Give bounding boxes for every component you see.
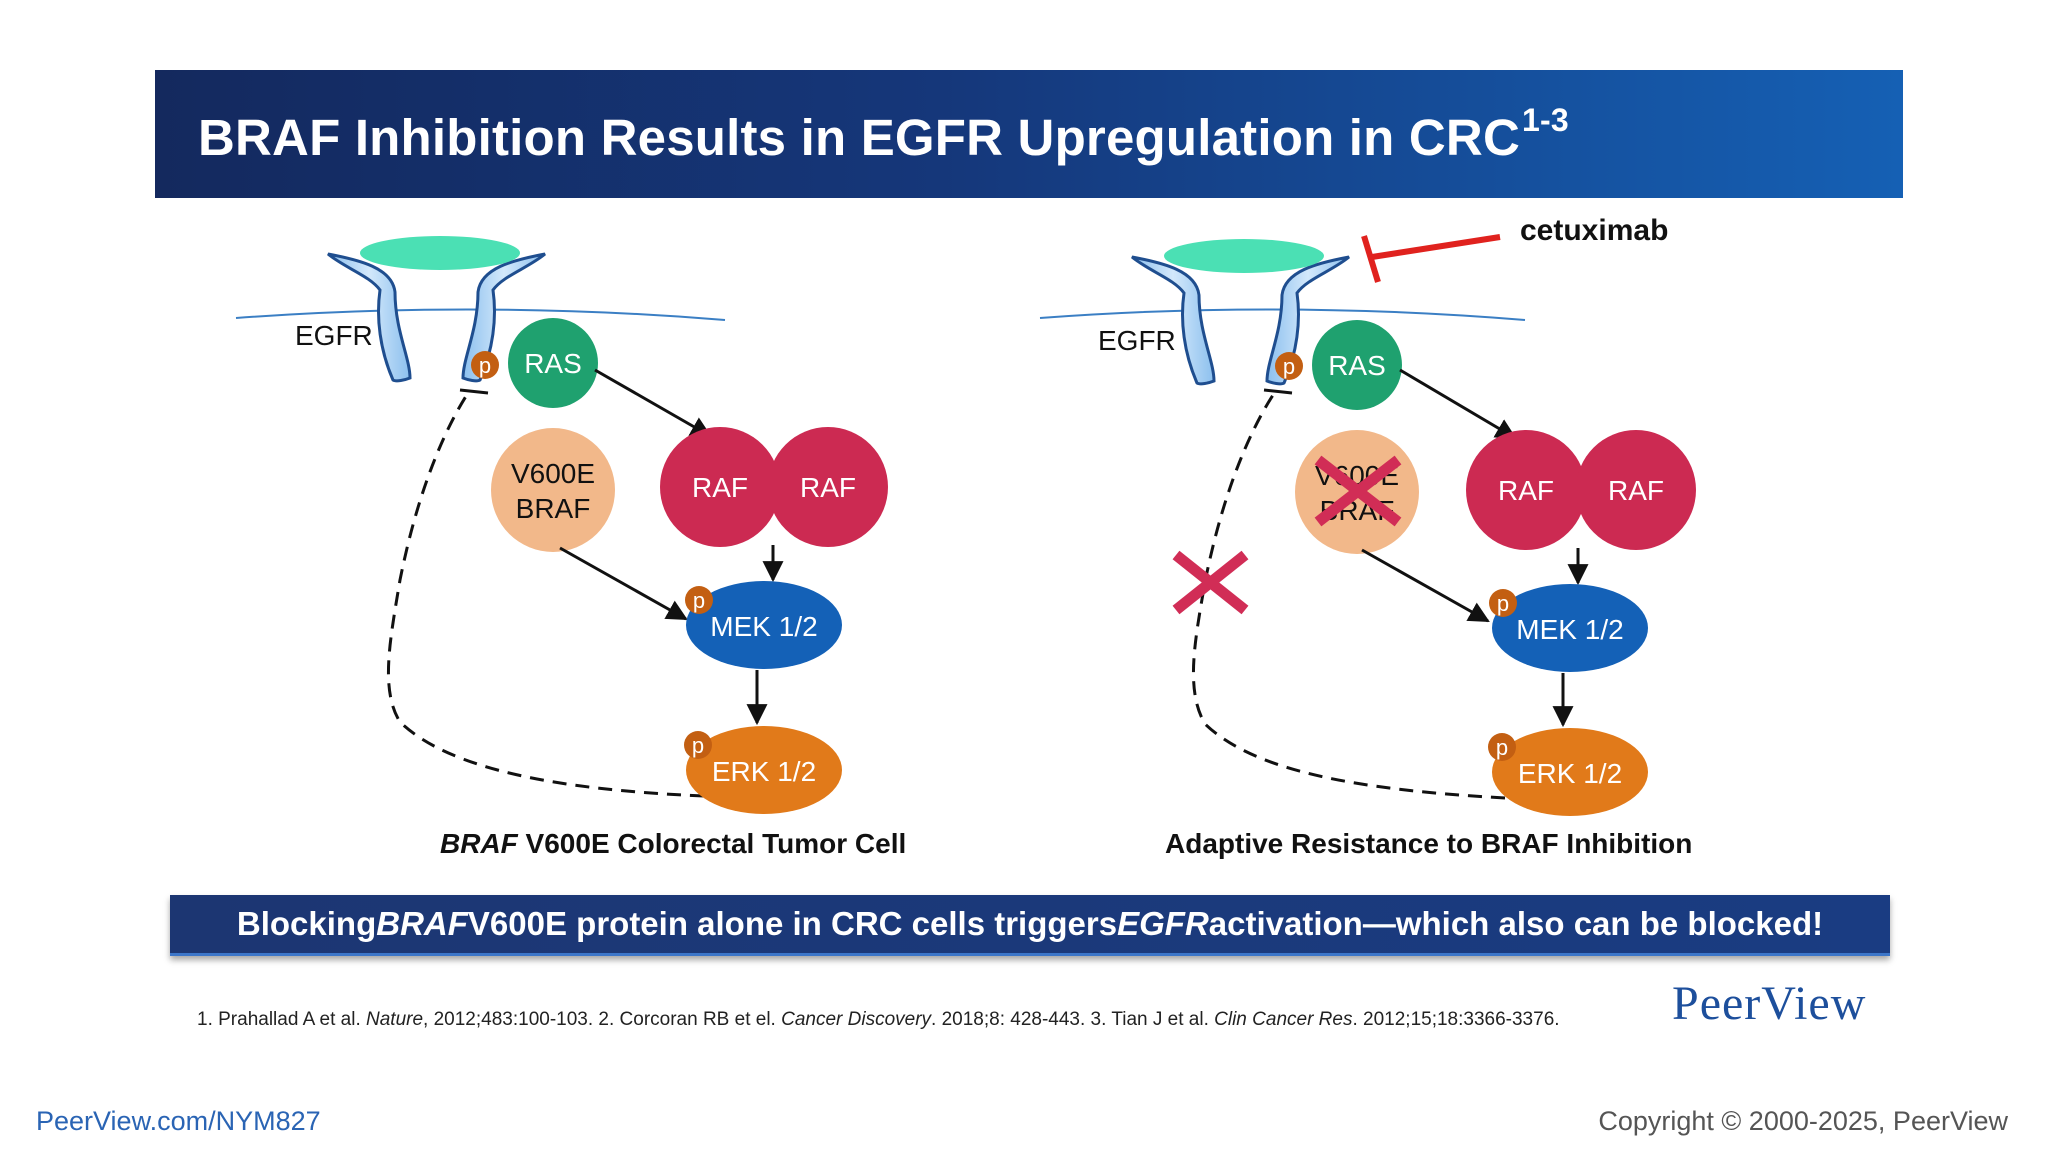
raf2-label: RAF — [800, 472, 856, 503]
phospho-badge — [471, 351, 499, 379]
ref-1-journal: Nature — [366, 1009, 424, 1030]
ref-3-journal: Clin Cancer Res — [1214, 1009, 1353, 1030]
v600e-braf-node — [491, 428, 615, 552]
banner-text-egfr: EGFR — [1117, 905, 1209, 942]
braf-label-line2: BRAF — [516, 493, 591, 524]
raf-node-2 — [1576, 430, 1696, 550]
mek-phospho-badge — [1489, 589, 1517, 617]
banner-text-3: activation—which also can be blocked! — [1208, 905, 1824, 942]
phospho-badge — [1275, 352, 1303, 380]
cetuximab-inhibition-line — [1371, 234, 1501, 260]
raf-node-1 — [1466, 430, 1586, 550]
egfr-ligand — [360, 236, 520, 270]
phospho-label: p — [479, 353, 491, 378]
feedback-blocked-x-icon — [1172, 550, 1249, 615]
egfr-receptor — [327, 236, 546, 383]
feedback-loop — [1192, 391, 1506, 800]
raf-node-1 — [660, 427, 780, 547]
braf-to-mek-arrow — [559, 546, 688, 621]
left-pathway: EGFR p RAS V600E BRAF RAF RAF MEK 1/2 p — [235, 236, 888, 814]
ref-3-details: . 2012;15;18:3366-3376. — [1352, 1009, 1560, 1030]
footer-url-link[interactable]: PeerView.com/NYM827 — [36, 1106, 321, 1136]
mek-label: MEK 1/2 — [1516, 614, 1623, 645]
erk-node — [686, 726, 842, 814]
mek-node — [686, 581, 842, 669]
left-caption: BRAF V600E Colorectal Tumor Cell — [440, 828, 906, 860]
inhibition-bar — [459, 388, 489, 395]
raf2-label: RAF — [1608, 475, 1664, 506]
erk-phospho-badge — [1488, 733, 1516, 761]
left-caption-gene: BRAF — [440, 828, 518, 859]
ras-to-raf-arrow — [594, 368, 712, 438]
erk-phospho-label: p — [692, 733, 704, 758]
ras-node — [1312, 320, 1402, 410]
erk-label: ERK 1/2 — [1518, 758, 1622, 789]
cetuximab-label: cetuximab — [1520, 214, 1668, 247]
feedback-loop — [387, 389, 705, 798]
inhibition-bar — [1263, 388, 1293, 395]
banner-text-1: Blocking — [236, 905, 377, 942]
mek-phospho-label: p — [693, 588, 705, 613]
braf-to-mek-arrow — [1361, 548, 1490, 623]
erk-phospho-badge — [684, 731, 712, 759]
key-message-banner: Blocking BRAF V600E protein alone in CRC… — [170, 895, 1890, 956]
banner-text-2: V600E protein alone in CRC cells trigger… — [467, 905, 1118, 942]
ref-1-authors: 1. Prahallad A et al. — [197, 1009, 367, 1030]
raf-node-2 — [768, 427, 888, 547]
slide-title: BRAF Inhibition Results in EGFR Upregula… — [198, 102, 1569, 167]
footer-copyright: Copyright © 2000-2025, PeerView — [1598, 1106, 2008, 1136]
mek-phospho-badge — [685, 586, 713, 614]
erk-node — [1492, 728, 1648, 816]
mek-node — [1492, 584, 1648, 672]
ref-2-details: . 2018;8: 428-443. 3. Tian J et al. — [931, 1009, 1215, 1030]
ref-2-journal: Cancer Discovery — [781, 1009, 932, 1030]
ras-to-raf-arrow — [1399, 368, 1517, 440]
egfr-receptor — [1131, 239, 1350, 386]
slide-title-text: BRAF Inhibition Results in EGFR Upregula… — [198, 109, 1520, 166]
mek-label: MEK 1/2 — [710, 611, 817, 642]
ras-label: RAS — [524, 348, 582, 379]
right-caption: Adaptive Resistance to BRAF Inhibition — [1165, 828, 1693, 859]
ref-1-details: , 2012;483:100-103. 2. Corcoran RB et el… — [423, 1009, 782, 1030]
left-caption-text: V600E Colorectal Tumor Cell — [517, 828, 907, 859]
braf-blocked-x-icon — [1314, 455, 1402, 527]
banner-text-braf: BRAF — [376, 905, 468, 942]
raf1-label: RAF — [692, 472, 748, 503]
egfr-label: EGFR — [1098, 325, 1176, 356]
erk-label: ERK 1/2 — [712, 756, 816, 787]
erk-phospho-label: p — [1496, 735, 1508, 760]
right-pathway: EGFR cetuximab p RAS V600E BRAF RAF RAF — [1039, 214, 1696, 816]
references: 1. Prahallad A et al. Nature, 2012;483:1… — [197, 1009, 1560, 1031]
ras-node — [508, 318, 598, 408]
ras-label: RAS — [1328, 350, 1386, 381]
egfr-ligand — [1164, 239, 1324, 273]
phospho-label: p — [1283, 354, 1295, 379]
title-bar: BRAF Inhibition Results in EGFR Upregula… — [155, 70, 1903, 198]
braf-label-line1: V600E — [511, 458, 595, 489]
mek-phospho-label: p — [1497, 591, 1509, 616]
raf1-label: RAF — [1498, 475, 1554, 506]
title-superscript: 1-3 — [1521, 102, 1569, 138]
peerview-logo: PeerView — [1672, 977, 1867, 1030]
egfr-label: EGFR — [295, 320, 373, 351]
cetuximab-inhibition-bar — [1361, 235, 1381, 283]
